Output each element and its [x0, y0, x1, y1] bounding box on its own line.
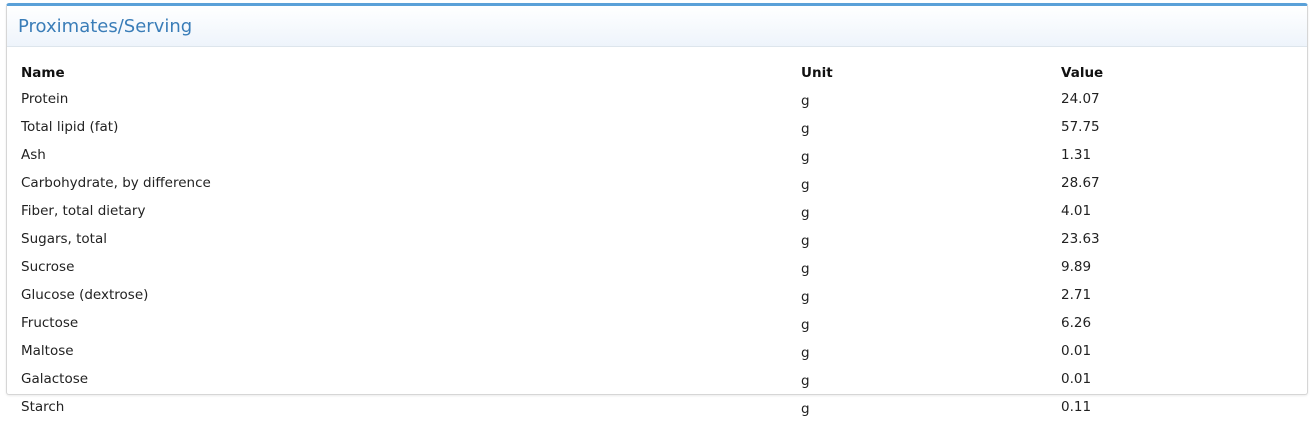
- table-row: Fiber, total dietary g 4.01: [20, 197, 1296, 225]
- nutrient-unit: g: [801, 316, 810, 333]
- nutrient-name: Galactose: [21, 371, 89, 387]
- table-row: Fructose g 6.26: [20, 309, 1296, 337]
- table-row: Maltose g 0.01: [20, 337, 1296, 365]
- nutrient-name: Ash: [21, 147, 46, 163]
- proximates-panel: Proximates/Serving Name Unit Value Prote…: [6, 3, 1308, 417]
- nutrient-unit: g: [801, 204, 810, 221]
- table-row: Galactose g 0.01: [20, 365, 1296, 393]
- nutrient-unit: g: [801, 120, 810, 137]
- table-row: Total lipid (fat) g 57.75: [20, 113, 1296, 141]
- table-row: Starch g 0.11: [20, 393, 1296, 421]
- nutrient-value: 6.26: [1061, 315, 1092, 331]
- panel-title: Proximates/Serving: [18, 15, 193, 37]
- nutrient-name: Glucose (dextrose): [21, 287, 149, 303]
- nutrient-name: Starch: [21, 399, 65, 415]
- table-row: Sugars, total g 23.63: [20, 225, 1296, 253]
- nutrient-name: Sugars, total: [21, 231, 108, 247]
- nutrient-value: 23.63: [1061, 231, 1100, 247]
- column-header-value: Value: [1061, 65, 1104, 81]
- table-row: Ash g 1.31: [20, 141, 1296, 169]
- nutrient-name: Total lipid (fat): [21, 119, 119, 135]
- nutrient-table: Name Unit Value Protein g 24.07 Total li…: [20, 61, 1296, 421]
- nutrient-unit: g: [801, 400, 810, 417]
- nutrient-unit: g: [801, 176, 810, 193]
- nutrient-name: Protein: [21, 91, 69, 107]
- column-header-name: Name: [21, 65, 65, 81]
- nutrient-unit: g: [801, 92, 810, 109]
- nutrient-value: 0.01: [1061, 371, 1092, 387]
- nutrient-name: Sucrose: [21, 259, 75, 275]
- nutrient-value: 4.01: [1061, 203, 1092, 219]
- nutrient-unit: g: [801, 260, 810, 277]
- nutrient-name: Fructose: [21, 315, 79, 331]
- nutrient-value: 0.01: [1061, 343, 1092, 359]
- nutrient-unit: g: [801, 288, 810, 305]
- nutrient-value: 1.31: [1061, 147, 1092, 163]
- nutrient-name: Maltose: [21, 343, 74, 359]
- nutrient-value: 28.67: [1061, 175, 1100, 191]
- nutrient-unit: g: [801, 372, 810, 389]
- table-head: Name Unit Value: [20, 61, 1296, 85]
- panel-body: Name Unit Value Protein g 24.07 Total li…: [7, 47, 1307, 421]
- table-row: Sucrose g 9.89: [20, 253, 1296, 281]
- panel-header: Proximates/Serving: [7, 6, 1307, 47]
- nutrient-value: 9.89: [1061, 259, 1092, 275]
- nutrient-unit: g: [801, 232, 810, 249]
- nutrient-value: 57.75: [1061, 119, 1100, 135]
- column-header-unit: Unit: [801, 65, 833, 81]
- nutrient-unit: g: [801, 344, 810, 361]
- nutrient-unit: g: [801, 148, 810, 165]
- table-row: Protein g 24.07: [20, 85, 1296, 113]
- nutrient-name: Carbohydrate, by difference: [21, 175, 211, 191]
- nutrient-value: 24.07: [1061, 91, 1100, 107]
- header-row: Name Unit Value: [20, 61, 1296, 85]
- nutrient-value: 0.11: [1061, 399, 1092, 415]
- nutrient-name: Fiber, total dietary: [21, 203, 146, 219]
- table-row: Carbohydrate, by difference g 28.67: [20, 169, 1296, 197]
- table-row: Glucose (dextrose) g 2.71: [20, 281, 1296, 309]
- table-body: Protein g 24.07 Total lipid (fat) g 57.7…: [20, 85, 1296, 421]
- nutrient-value: 2.71: [1061, 287, 1092, 303]
